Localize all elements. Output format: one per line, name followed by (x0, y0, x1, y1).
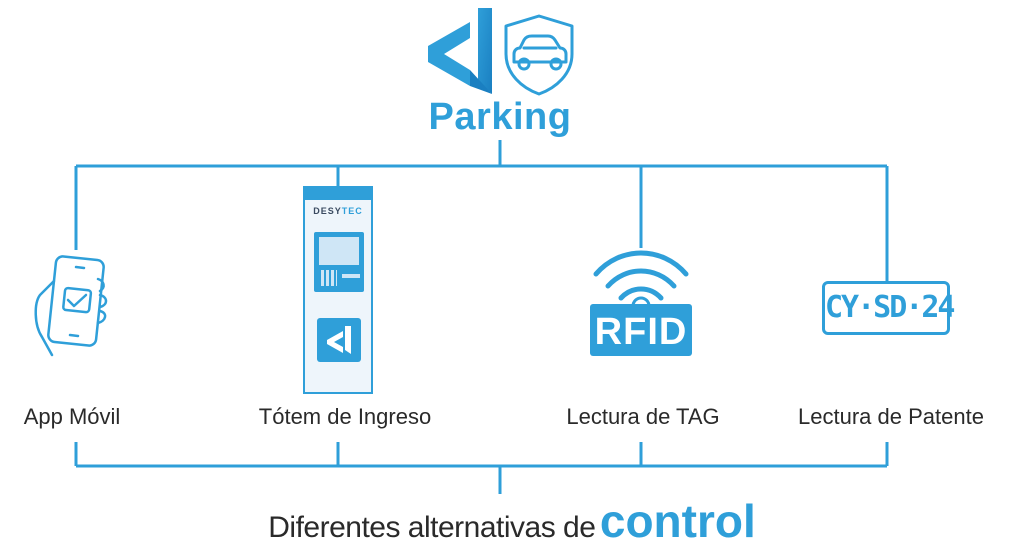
desytec-small-logo-icon (327, 326, 351, 354)
footer-emphasis: control (599, 495, 756, 547)
kiosk-screen-frame (314, 232, 364, 292)
license-plate-icon: CY·SD·24 (822, 281, 956, 335)
footer-text: Diferentes alternativas de (268, 511, 596, 544)
brand-name: Parking (428, 96, 572, 138)
kiosk-keypad (321, 270, 337, 286)
desytec-logo-icon (428, 8, 492, 94)
kiosk-totem-icon: DESYTEC (303, 186, 373, 394)
node-label-kiosk: Tótem de Ingreso (258, 404, 432, 429)
rfid-icon: RFID (590, 304, 692, 356)
kiosk-card-slot (342, 274, 360, 278)
node-label-tag: Lectura de TAG (566, 404, 720, 429)
kiosk-brand: DESYTEC (305, 206, 371, 216)
car-shield-icon (504, 14, 574, 96)
phone-check-icon (34, 255, 108, 357)
kiosk-brand-b: TEC (341, 206, 363, 216)
kiosk-logo-tile (317, 318, 361, 362)
kiosk-screen (319, 237, 359, 265)
node-label-plate: Lectura de Patente (798, 404, 984, 429)
kiosk-brand-a: DESY (313, 206, 342, 216)
node-label-app: App Móvil (23, 404, 121, 429)
kiosk-top-bar (305, 188, 371, 200)
footer-tagline: Diferentes alternativas de control (268, 494, 756, 548)
